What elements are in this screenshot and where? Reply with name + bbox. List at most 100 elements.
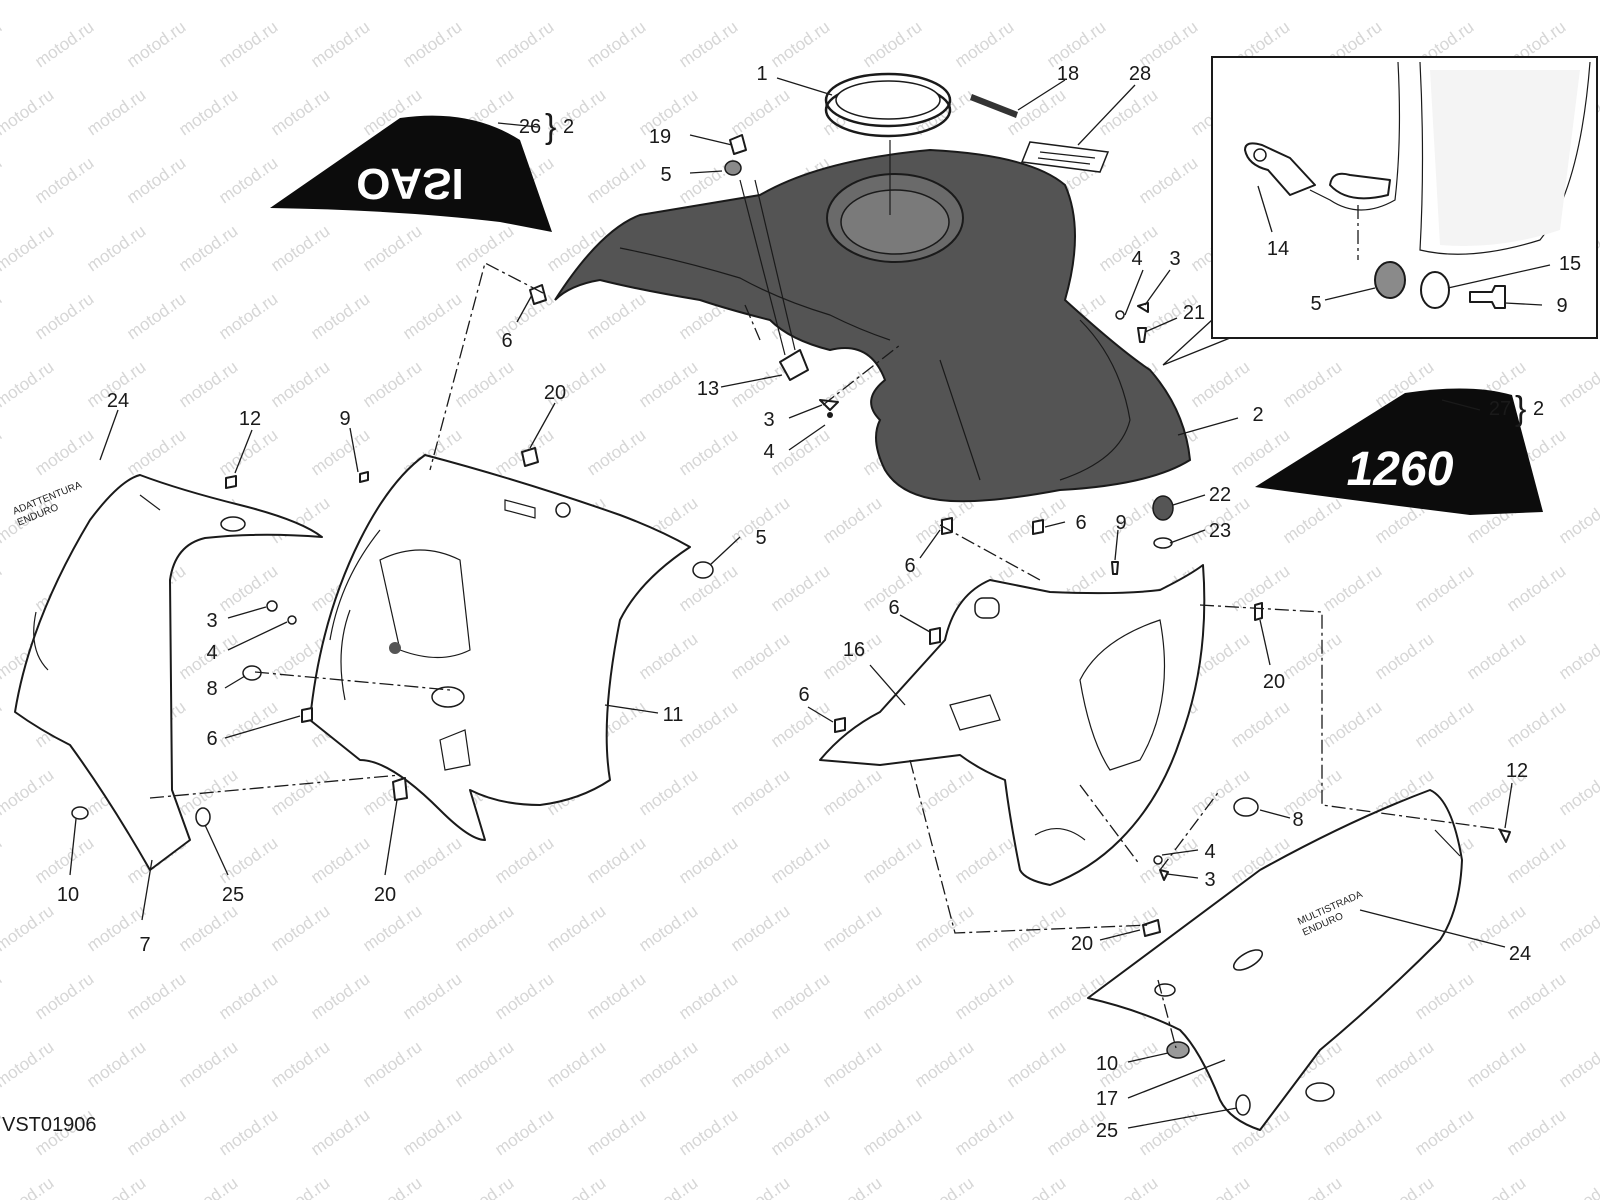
watermark-text: motod.ru (1555, 1037, 1600, 1091)
watermark-text: motod.ru (307, 833, 373, 887)
watermark-text: motod.ru (1095, 1173, 1161, 1200)
callout-4c: 4 (206, 642, 217, 664)
watermark-text: motod.ru (0, 1173, 57, 1200)
assembly-lines (149, 262, 1506, 1049)
watermark-text: motod.ru (215, 969, 281, 1023)
callout-6f: 6 (798, 684, 809, 706)
watermark-text: motod.ru (1319, 1105, 1385, 1159)
watermark-text: motod.ru (767, 969, 833, 1023)
callout-6b: 6 (206, 728, 217, 750)
callout-6d: 6 (904, 555, 915, 577)
watermark-text: motod.ru (1503, 561, 1569, 615)
watermark-text: motod.ru (215, 153, 281, 207)
watermark-text: motod.ru (635, 1173, 701, 1200)
watermark-text: motod.ru (0, 17, 5, 71)
watermark-text: motod.ru (451, 0, 517, 3)
callout-10b: 10 (1096, 1053, 1118, 1075)
watermark-text: motod.ru (359, 1173, 425, 1200)
watermark-text: motod.ru (543, 901, 609, 955)
watermark-text: motod.ru (727, 629, 793, 683)
watermark-text: motod.ru (1371, 629, 1437, 683)
watermark-text: motod.ru (583, 969, 649, 1023)
watermark-text: motod.ru (675, 425, 741, 479)
watermark-text: motod.ru (1411, 561, 1477, 615)
watermark-text: motod.ru (1135, 153, 1201, 207)
callout-3b: 3 (1169, 248, 1180, 270)
watermark-text: motod.ru (543, 1037, 609, 1091)
watermark-text: motod.ru (31, 969, 97, 1023)
watermark-text: motod.ru (951, 969, 1017, 1023)
brace-qty-26: 2 (563, 116, 574, 138)
watermark-text: motod.ru (1503, 697, 1569, 751)
watermark-text: motod.ru (451, 357, 517, 411)
callout-15: 15 (1559, 253, 1581, 275)
watermark-text: motod.ru (911, 901, 977, 955)
callout-21: 21 (1183, 302, 1205, 324)
watermark-text: motod.ru (1555, 493, 1600, 547)
watermark-text: motod.ru (819, 1037, 885, 1091)
watermark-text: motod.ru (1003, 1037, 1069, 1091)
callout-25b: 25 (1096, 1120, 1118, 1142)
watermark-text: motod.ru (675, 833, 741, 887)
callout-26: 26 (519, 116, 541, 138)
callout-10a: 10 (57, 884, 79, 906)
watermark-text: motod.ru (1095, 85, 1161, 139)
watermark-text: motod.ru (359, 357, 425, 411)
watermark-text: motod.ru (727, 901, 793, 955)
watermark-text: motod.ru (0, 969, 5, 1023)
watermark-text: motod.ru (1371, 0, 1437, 3)
watermark-text: motod.ru (583, 833, 649, 887)
watermark-text: motod.ru (123, 425, 189, 479)
callout-4b: 4 (1131, 248, 1142, 270)
side-text-left: ADATTENTURA ENDURO (11, 480, 83, 529)
callout-9b: 9 (339, 408, 350, 430)
watermark-text: motod.ru (0, 833, 5, 887)
watermark-text: motod.ru (1463, 1173, 1529, 1200)
watermark-text: motod.ru (83, 1037, 149, 1091)
watermark-text: motod.ru (583, 289, 649, 343)
callout-3a: 3 (763, 409, 774, 431)
watermark-text: motod.ru (215, 289, 281, 343)
watermark-text: motod.ru (767, 17, 833, 71)
watermark-text: motod.ru (583, 153, 649, 207)
watermark-text: motod.ru (583, 425, 649, 479)
watermark-text: motod.ru (491, 969, 557, 1023)
watermark-text: motod.ru (307, 969, 373, 1023)
watermark-text: motod.ru (0, 561, 5, 615)
callout-25a: 25 (222, 884, 244, 906)
watermark-text: motod.ru (819, 0, 885, 3)
callout-28: 28 (1129, 63, 1151, 85)
watermark-text: motod.ru (1095, 0, 1161, 3)
decal-right-text: 1260 (1347, 443, 1454, 496)
callout-1: 1 (756, 63, 767, 85)
callout-12b: 12 (1506, 760, 1528, 782)
watermark-text: motod.ru (451, 901, 517, 955)
callout-18: 18 (1057, 63, 1079, 85)
watermark-text: motod.ru (359, 221, 425, 275)
watermark-text: motod.ru (399, 17, 465, 71)
watermark-text: motod.ru (1463, 629, 1529, 683)
callout-5c: 5 (755, 527, 766, 549)
watermark-text: motod.ru (1411, 1105, 1477, 1159)
watermark-text: motod.ru (215, 17, 281, 71)
watermark-text: motod.ru (1371, 1037, 1437, 1091)
watermark-text: motod.ru (767, 561, 833, 615)
watermark-text: motod.ru (635, 765, 701, 819)
watermark-text: motod.ru (1279, 0, 1345, 3)
watermark-text: motod.ru (359, 0, 425, 3)
decal-left-text: OASI (356, 159, 464, 208)
watermark-text: motod.ru (123, 289, 189, 343)
callout-2: 2 (1252, 404, 1263, 426)
watermark-text: motod.ru (819, 1173, 885, 1200)
watermark-text: motod.ru (1095, 493, 1161, 547)
watermark-text: motod.ru (31, 833, 97, 887)
callout-17: 17 (1096, 1088, 1118, 1110)
watermark-text: motod.ru (0, 697, 5, 751)
watermark-text: motod.ru (859, 833, 925, 887)
callout-14: 14 (1267, 238, 1289, 260)
watermark-text: motod.ru (307, 289, 373, 343)
drawing-code: VST01906 (2, 1114, 97, 1136)
callout-8b: 8 (1292, 809, 1303, 831)
watermark-text: motod.ru (31, 153, 97, 207)
watermark-text: motod.ru (727, 85, 793, 139)
